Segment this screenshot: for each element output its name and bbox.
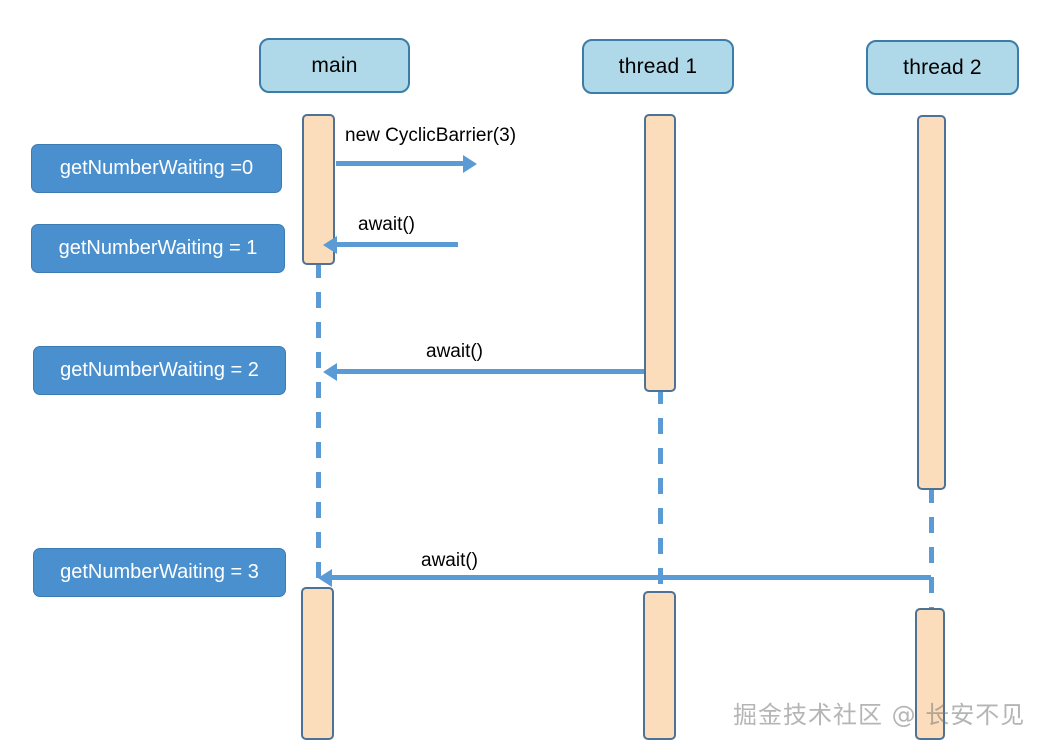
note-getnumberwaiting-3[interactable]: getNumberWaiting = 3	[33, 548, 286, 597]
lifeline-dash-thread1	[658, 388, 663, 593]
activation-main-lower[interactable]	[301, 587, 334, 740]
message-await-thread1[interactable]	[323, 362, 644, 381]
watermark-text: 掘金技术社区 @ 长安不见	[733, 701, 1026, 729]
note-getnumberwaiting-0[interactable]: getNumberWaiting =0	[31, 144, 282, 193]
activation-thread2-lower[interactable]	[915, 608, 945, 740]
lifeline-header-thread1-label: thread 1	[618, 54, 698, 78]
note-getnumberwaiting-1[interactable]: getNumberWaiting = 1	[31, 224, 285, 273]
arrowhead-left-icon	[323, 362, 337, 381]
note-getnumberwaiting-2-label: getNumberWaiting = 2	[60, 359, 259, 381]
message-await-thread2-label: await()	[421, 550, 479, 571]
message-await-main[interactable]	[323, 235, 458, 254]
note-getnumberwaiting-1-label: getNumberWaiting = 1	[58, 237, 258, 259]
activation-thread1-upper[interactable]	[644, 114, 676, 392]
lifeline-dash-main	[316, 262, 321, 592]
message-await-main-label: await()	[358, 214, 416, 235]
activation-thread1-lower[interactable]	[643, 591, 676, 740]
note-getnumberwaiting-3-label: getNumberWaiting = 3	[60, 561, 259, 583]
message-await-thread1-label: await()	[426, 341, 484, 362]
lifeline-header-thread1[interactable]: thread 1	[582, 39, 734, 94]
arrowhead-left-icon	[323, 235, 337, 254]
message-await-thread2[interactable]	[318, 568, 931, 587]
arrowhead-right-icon	[463, 154, 477, 173]
message-new-cyclicbarrier-label: new CyclicBarrier(3)	[345, 125, 517, 146]
message-new-cyclicbarrier[interactable]	[336, 154, 477, 173]
note-getnumberwaiting-0-label: getNumberWaiting =0	[59, 157, 254, 179]
activation-thread2-upper[interactable]	[917, 115, 946, 490]
arrowhead-left-icon	[318, 568, 332, 587]
lifeline-header-thread2-label: thread 2	[903, 55, 982, 79]
lifeline-header-main[interactable]: main	[259, 38, 410, 93]
note-getnumberwaiting-2[interactable]: getNumberWaiting = 2	[33, 346, 286, 395]
lifeline-header-thread2[interactable]: thread 2	[866, 40, 1019, 95]
lifeline-header-main-label: main	[311, 53, 358, 77]
activation-main-upper[interactable]	[302, 114, 335, 265]
lifeline-dash-thread2	[929, 487, 934, 609]
